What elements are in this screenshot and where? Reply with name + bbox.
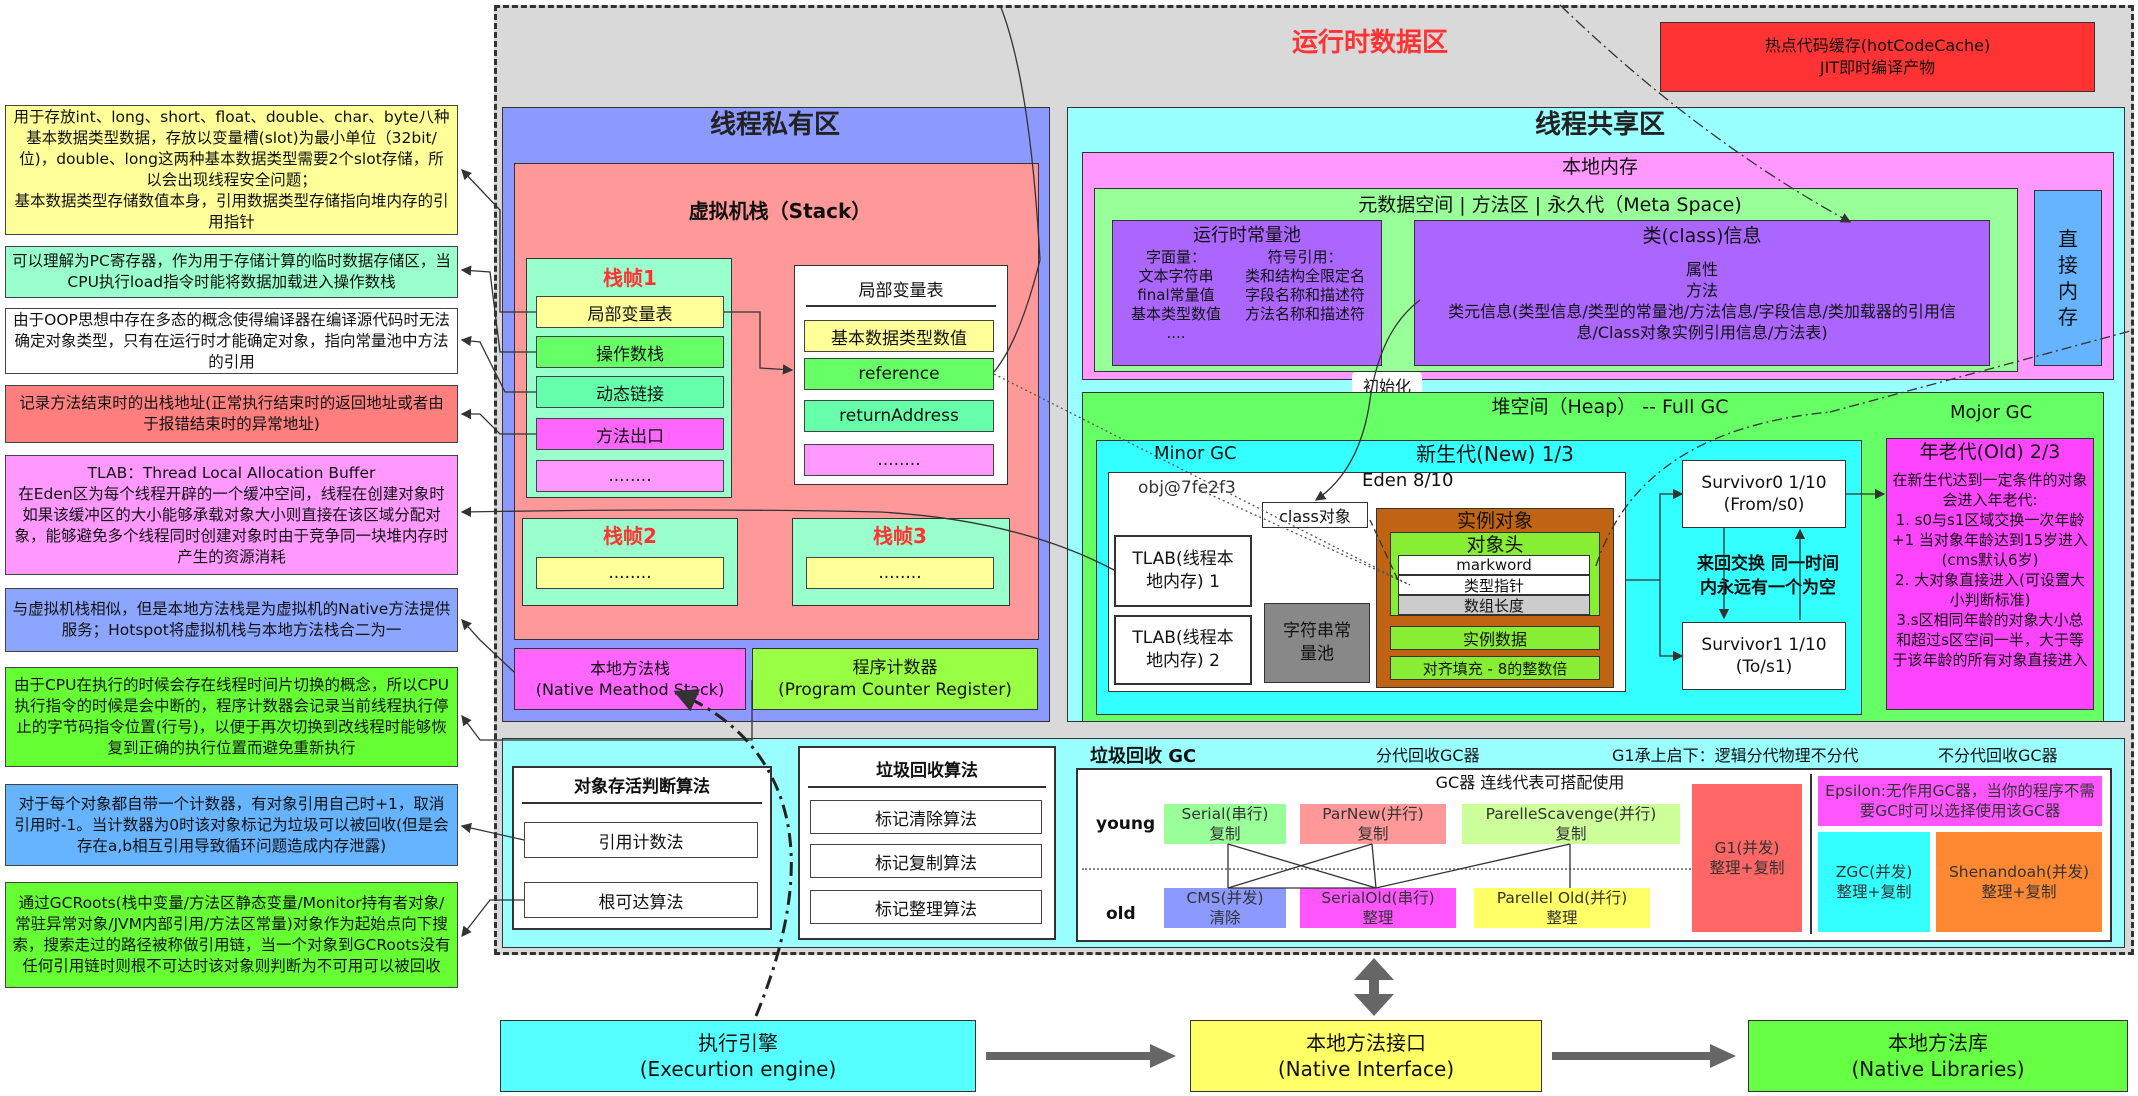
old-generation (1886, 438, 2094, 710)
collectors-separator (1810, 774, 1812, 934)
young-generation-title: 新生代(New) 1/3 (1416, 441, 1574, 466)
major-gc-label: Mojor GC (1950, 402, 2033, 423)
class-info-title: 类(class)信息 (1642, 224, 1762, 247)
zgc-collector: ZGC(并发) 整理+复制 (1818, 832, 1930, 932)
locals-more: ........ (804, 444, 994, 476)
locals-reference: reference (804, 358, 994, 390)
object-array-length: 数组长度 (1398, 595, 1590, 615)
gen-divider (1082, 868, 1718, 870)
g1-collector: G1(并发) 整理+复制 (1692, 784, 1802, 932)
old-generation-title: 年老代(Old) 2/3 (1919, 440, 2061, 463)
minor-gc-label: Minor GC (1154, 443, 1237, 464)
local-variable-table-title: 局部变量表 (858, 280, 944, 301)
local-variable-table-divider (806, 305, 996, 307)
survivor-0: Survivor0 1/10 (From/s0) (1682, 460, 1846, 528)
object-header-title: 对象头 (1466, 533, 1524, 556)
note-operand-stack: 可以理解为PC寄存器，作为用于存储计算的临时数据存储区，当CPU执行load指令… (5, 246, 458, 298)
gc-title: 垃圾回收 GC (1090, 746, 1197, 767)
eden-title: Eden 8/10 (1362, 470, 1454, 491)
note-reference-counting: 对于每个对象都自带一个计数器，有对象引用自己时+1，取消引用时-1。当计数器为0… (5, 784, 458, 866)
parnew-collector: ParNew(并行) 复制 (1300, 804, 1446, 844)
alive-judge-title: 对象存活判断算法 (574, 776, 710, 797)
gc-algorithm-divider (808, 786, 1046, 788)
frame1-more: ........ (536, 460, 724, 492)
instance-data: 实例数据 (1390, 626, 1600, 650)
stack-frame-2-title: 栈帧2 (603, 524, 657, 548)
note-method-exit: 记录方法结束时的出栈地址(正常执行结束时的返回地址或者由于报错结束时的异常地址) (5, 385, 458, 443)
note-gc-roots: 通过GCRoots(栈中变量/方法区静态变量/Monitor持有者对象/常驻异常… (5, 882, 458, 988)
note-local-variable-table: 用于存放int、long、short、float、double、char、byt… (5, 105, 458, 235)
note-native-stack: 与虚拟机栈相似，但是本地方法栈是为虚拟机的Native方法提供服务；Hotspo… (5, 588, 458, 652)
reachability-analysis: 根可达算法 (524, 882, 758, 918)
shenandoah-collector: Shenandoah(并发) 整理+复制 (1936, 832, 2102, 932)
gc-algorithm-title: 垃圾回收算法 (876, 760, 978, 781)
hotcode-cache: 热点代码缓存(hotCodeCache) JIT即时编译产物 (1660, 22, 2095, 92)
mark-copy: 标记复制算法 (810, 844, 1042, 878)
parallel-old-collector: Parellel Old(并行) 整理 (1474, 888, 1650, 928)
locals-return-address: returnAddress (804, 400, 994, 432)
frame1-dynamic-link: 动态链接 (536, 376, 724, 408)
frame1-method-exit: 方法出口 (536, 418, 724, 450)
serial-collector: Serial(串行) 复制 (1164, 804, 1286, 844)
cms-collector: CMS(并发) 清除 (1164, 888, 1286, 928)
alignment-padding: 对齐填充 - 8的整数倍 (1390, 656, 1600, 680)
runtime-area-title: 运行时数据区 (1291, 28, 1448, 58)
survivor-1: Survivor1 1/10 (To/s1) (1682, 622, 1846, 690)
runtime-constant-pool-title: 运行时常量池 (1193, 225, 1301, 246)
old-generation-body: 在新生代达到一定条件的对象会进入年老代: 1. s0与s1区域交换一次年龄+1 … (1892, 471, 2088, 669)
native-method-stack: 本地方法栈 (Native Meathod Stack) (514, 648, 746, 710)
constant-pool-symbol-refs: 符号引用： 类和结构全限定名 字段名称和描述符 方法名称和描述符 (1244, 248, 1365, 323)
old-label: old (1106, 904, 1136, 924)
execution-engine: 执行引擎 (Execurtion engine) (500, 1020, 976, 1092)
native-libraries: 本地方法库 (Native Libraries) (1748, 1020, 2128, 1092)
class-object: class对象 (1262, 502, 1368, 528)
mark-compact: 标记整理算法 (810, 890, 1042, 924)
string-constant-pool: 字符串常 量池 (1264, 603, 1370, 683)
native-memory-title: 本地内存 (1561, 156, 1638, 178)
stack-frame-3-title: 栈帧3 (873, 524, 927, 548)
note-dynamic-link: 由于OOP思想中存在多态的概念使得编译器在编译源代码时无法确定对象类型，只有在运… (5, 308, 458, 374)
mark-sweep: 标记清除算法 (810, 800, 1042, 834)
shared-area-title: 线程共享区 (1534, 110, 1665, 140)
class-info-body: 属性 方法 类元信息(类型信息/类型的常量池/方法信息/字段信息/类加载器的引用… (1448, 260, 1956, 342)
frame2-more: ........ (536, 557, 724, 589)
frame1-operand-stack: 操作数栈 (536, 336, 724, 368)
object-markword: markword (1398, 555, 1590, 575)
constant-pool-literals: 字面量： 文本字符串 final常量值 基本类型数值 .... (1130, 248, 1221, 342)
survivor-swap-text: 来回交换 同一时间 内永远有一个为空 (1697, 554, 1839, 598)
tlab-1: TLAB(线程本 地内存) 1 (1114, 535, 1252, 607)
obj-ref-label: obj@7fe2f3 (1138, 478, 1236, 498)
vm-stack-title: 虚拟机栈（Stack） (688, 199, 872, 223)
reference-counting: 引用计数法 (524, 822, 758, 858)
meta-space-title: 元数据空间 | 方法区 | 永久代（Meta Space) (1358, 193, 1742, 216)
alive-judge-divider (522, 802, 762, 804)
program-counter-register: 程序计数器 (Program Counter Register) (752, 648, 1038, 710)
object-type-pointer: 类型指针 (1398, 575, 1590, 595)
young-label: young (1096, 814, 1156, 834)
native-interface: 本地方法接口 (Native Interface) (1190, 1020, 1542, 1092)
locals-primitive-values: 基本数据类型数值 (804, 320, 994, 352)
non-gen-gc-title: 不分代回收GC器 (1938, 746, 2058, 765)
direct-memory: 直 接 内 存 (2034, 190, 2102, 366)
gen-gc-title: 分代回收GC器 (1376, 746, 1480, 765)
frame1-local-variable-table: 局部变量表 (536, 296, 724, 328)
frame3-more: ........ (806, 557, 994, 589)
g1-title: G1承上启下：逻辑分代物理不分代 (1612, 746, 1859, 765)
heap-title: 堆空间（Heap） -- Full GC (1491, 395, 1729, 418)
note-tlab: TLAB：Thread Local Allocation Buffer 在Ede… (5, 455, 458, 575)
serial-old-collector: SerialOld(串行) 整理 (1300, 888, 1456, 928)
stack-frame-1-title: 栈帧1 (603, 266, 657, 290)
instance-object-title: 实例对象 (1456, 509, 1533, 532)
tlab-2: TLAB(线程本 地内存) 2 (1114, 615, 1252, 685)
parallel-scavenge-collector: ParelleScavenge(并行) 复制 (1462, 804, 1680, 844)
epsilon-collector: Epsilon:无作用GC器，当你的程序不需要GC时可以选择使用该GC器 (1818, 776, 2102, 826)
note-program-counter: 由于CPU在执行的时候会存在线程时间片切换的概念，所以CPU执行指令的时候是会中… (5, 667, 458, 767)
private-area-title: 线程私有区 (709, 110, 840, 140)
gc-combo-title: GC器 连线代表可搭配使用 (1435, 773, 1625, 792)
